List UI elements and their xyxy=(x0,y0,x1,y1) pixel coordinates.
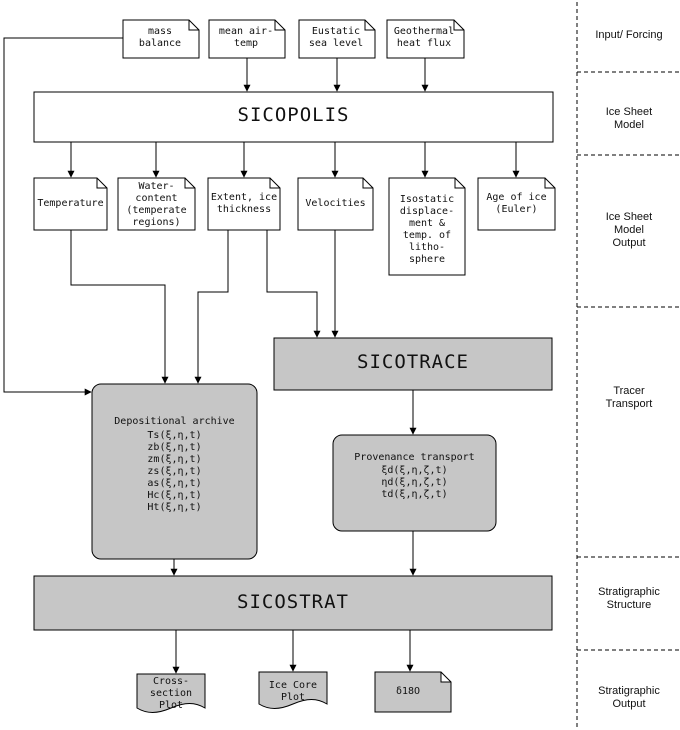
stage-ice-sheet-model-output: Ice Sheet Model Output xyxy=(605,211,653,249)
provenance-box xyxy=(332,434,497,532)
stage-stratigraphic-output: Stratigraphic Output xyxy=(598,685,660,710)
connector-mass-balance xyxy=(3,37,123,396)
output-age-box xyxy=(477,177,556,231)
stage-stratigraphic-structure: Stratigraphic Structure xyxy=(598,586,660,611)
connector-extent-sicotrace xyxy=(266,230,321,338)
input-sea-level-box xyxy=(298,19,376,59)
connector-extent-archive xyxy=(194,230,229,384)
input-geothermal-box xyxy=(386,19,465,59)
ice-core-plot-label: Ice Core Plot xyxy=(268,680,318,703)
output-temperature-box xyxy=(33,177,108,231)
connector-temperature-archive xyxy=(70,230,169,384)
stage-ice-sheet-model: Ice Sheet Model xyxy=(605,106,653,131)
provenance-var-xi: ξd(ξ,η,ζ,t) xyxy=(381,465,448,476)
input-geothermal-label: Geothermal heat flux xyxy=(393,26,455,49)
output-water-content-box xyxy=(117,177,196,231)
output-age-label: Age of ice (Euler) xyxy=(486,192,547,215)
archive-var-hc: Hc(ξ,η,t) xyxy=(147,490,202,501)
cross-section-plot-label: Cross- section Plot xyxy=(149,676,193,711)
sicostrat-label: SICOSTRAT xyxy=(237,591,349,613)
sicotrace-box xyxy=(273,337,553,391)
sicopolis-label: SICOPOLIS xyxy=(237,104,350,126)
output-water-content-label: Water- content (temperate regions) xyxy=(126,181,187,228)
archive-var-zs: zs(ξ,η,t) xyxy=(147,466,202,477)
archive-var-ts: Ts(ξ,η,t) xyxy=(147,430,202,441)
cross-section-plot-box xyxy=(136,673,206,713)
sicostrat-box xyxy=(33,575,553,631)
output-extent-label: Extent, ice thickness xyxy=(210,192,278,215)
stage-input-forcing: Input/ Forcing xyxy=(595,29,663,41)
provenance-var-t: td(ξ,η,ζ,t) xyxy=(381,489,448,500)
sicotrace-label: SICOTRACE xyxy=(357,351,469,373)
output-isostatic-box xyxy=(388,177,466,276)
archive-var-as: as(ξ,η,t) xyxy=(147,478,202,489)
input-air-temp-label: mean air- temp xyxy=(218,26,274,49)
provenance-variables: ξd(ξ,η,ζ,t) ηd(ξ,η,ζ,t) td(ξ,η,ζ,t) xyxy=(333,465,496,501)
d18o-box xyxy=(374,671,452,713)
input-mass-balance-label: mass balance xyxy=(138,26,182,49)
archive-title: Depositional archive xyxy=(114,416,235,427)
output-extent-box xyxy=(207,177,281,231)
ice-core-plot-box xyxy=(258,671,328,709)
archive-var-ht: Ht(ξ,η,t) xyxy=(147,502,202,513)
d18o-label: δ18O xyxy=(395,686,421,697)
output-temperature-label: Temperature xyxy=(37,198,104,209)
archive-var-zm: zm(ξ,η,t) xyxy=(147,454,202,465)
input-air-temp-box xyxy=(208,19,286,59)
sicopolis-box xyxy=(33,91,554,143)
output-velocities-box xyxy=(297,177,374,231)
input-sea-level-label: Eustatic sea level xyxy=(308,26,364,49)
provenance-title: Provenance transport xyxy=(354,452,475,463)
stage-tracer-transport: Tracer Transport xyxy=(605,385,653,410)
provenance-var-eta: ηd(ξ,η,ζ,t) xyxy=(381,477,448,488)
output-isostatic-label: Isostatic displace- ment & temp. of lith… xyxy=(399,194,455,265)
stage-separators xyxy=(576,2,680,728)
archive-var-zb: zb(ξ,η,t) xyxy=(147,442,202,453)
output-velocities-label: Velocities xyxy=(305,198,366,209)
archive-variables: Ts(ξ,η,t) zb(ξ,η,t) zm(ξ,η,t) zs(ξ,η,t) … xyxy=(92,430,257,514)
input-mass-balance-box xyxy=(122,19,200,59)
